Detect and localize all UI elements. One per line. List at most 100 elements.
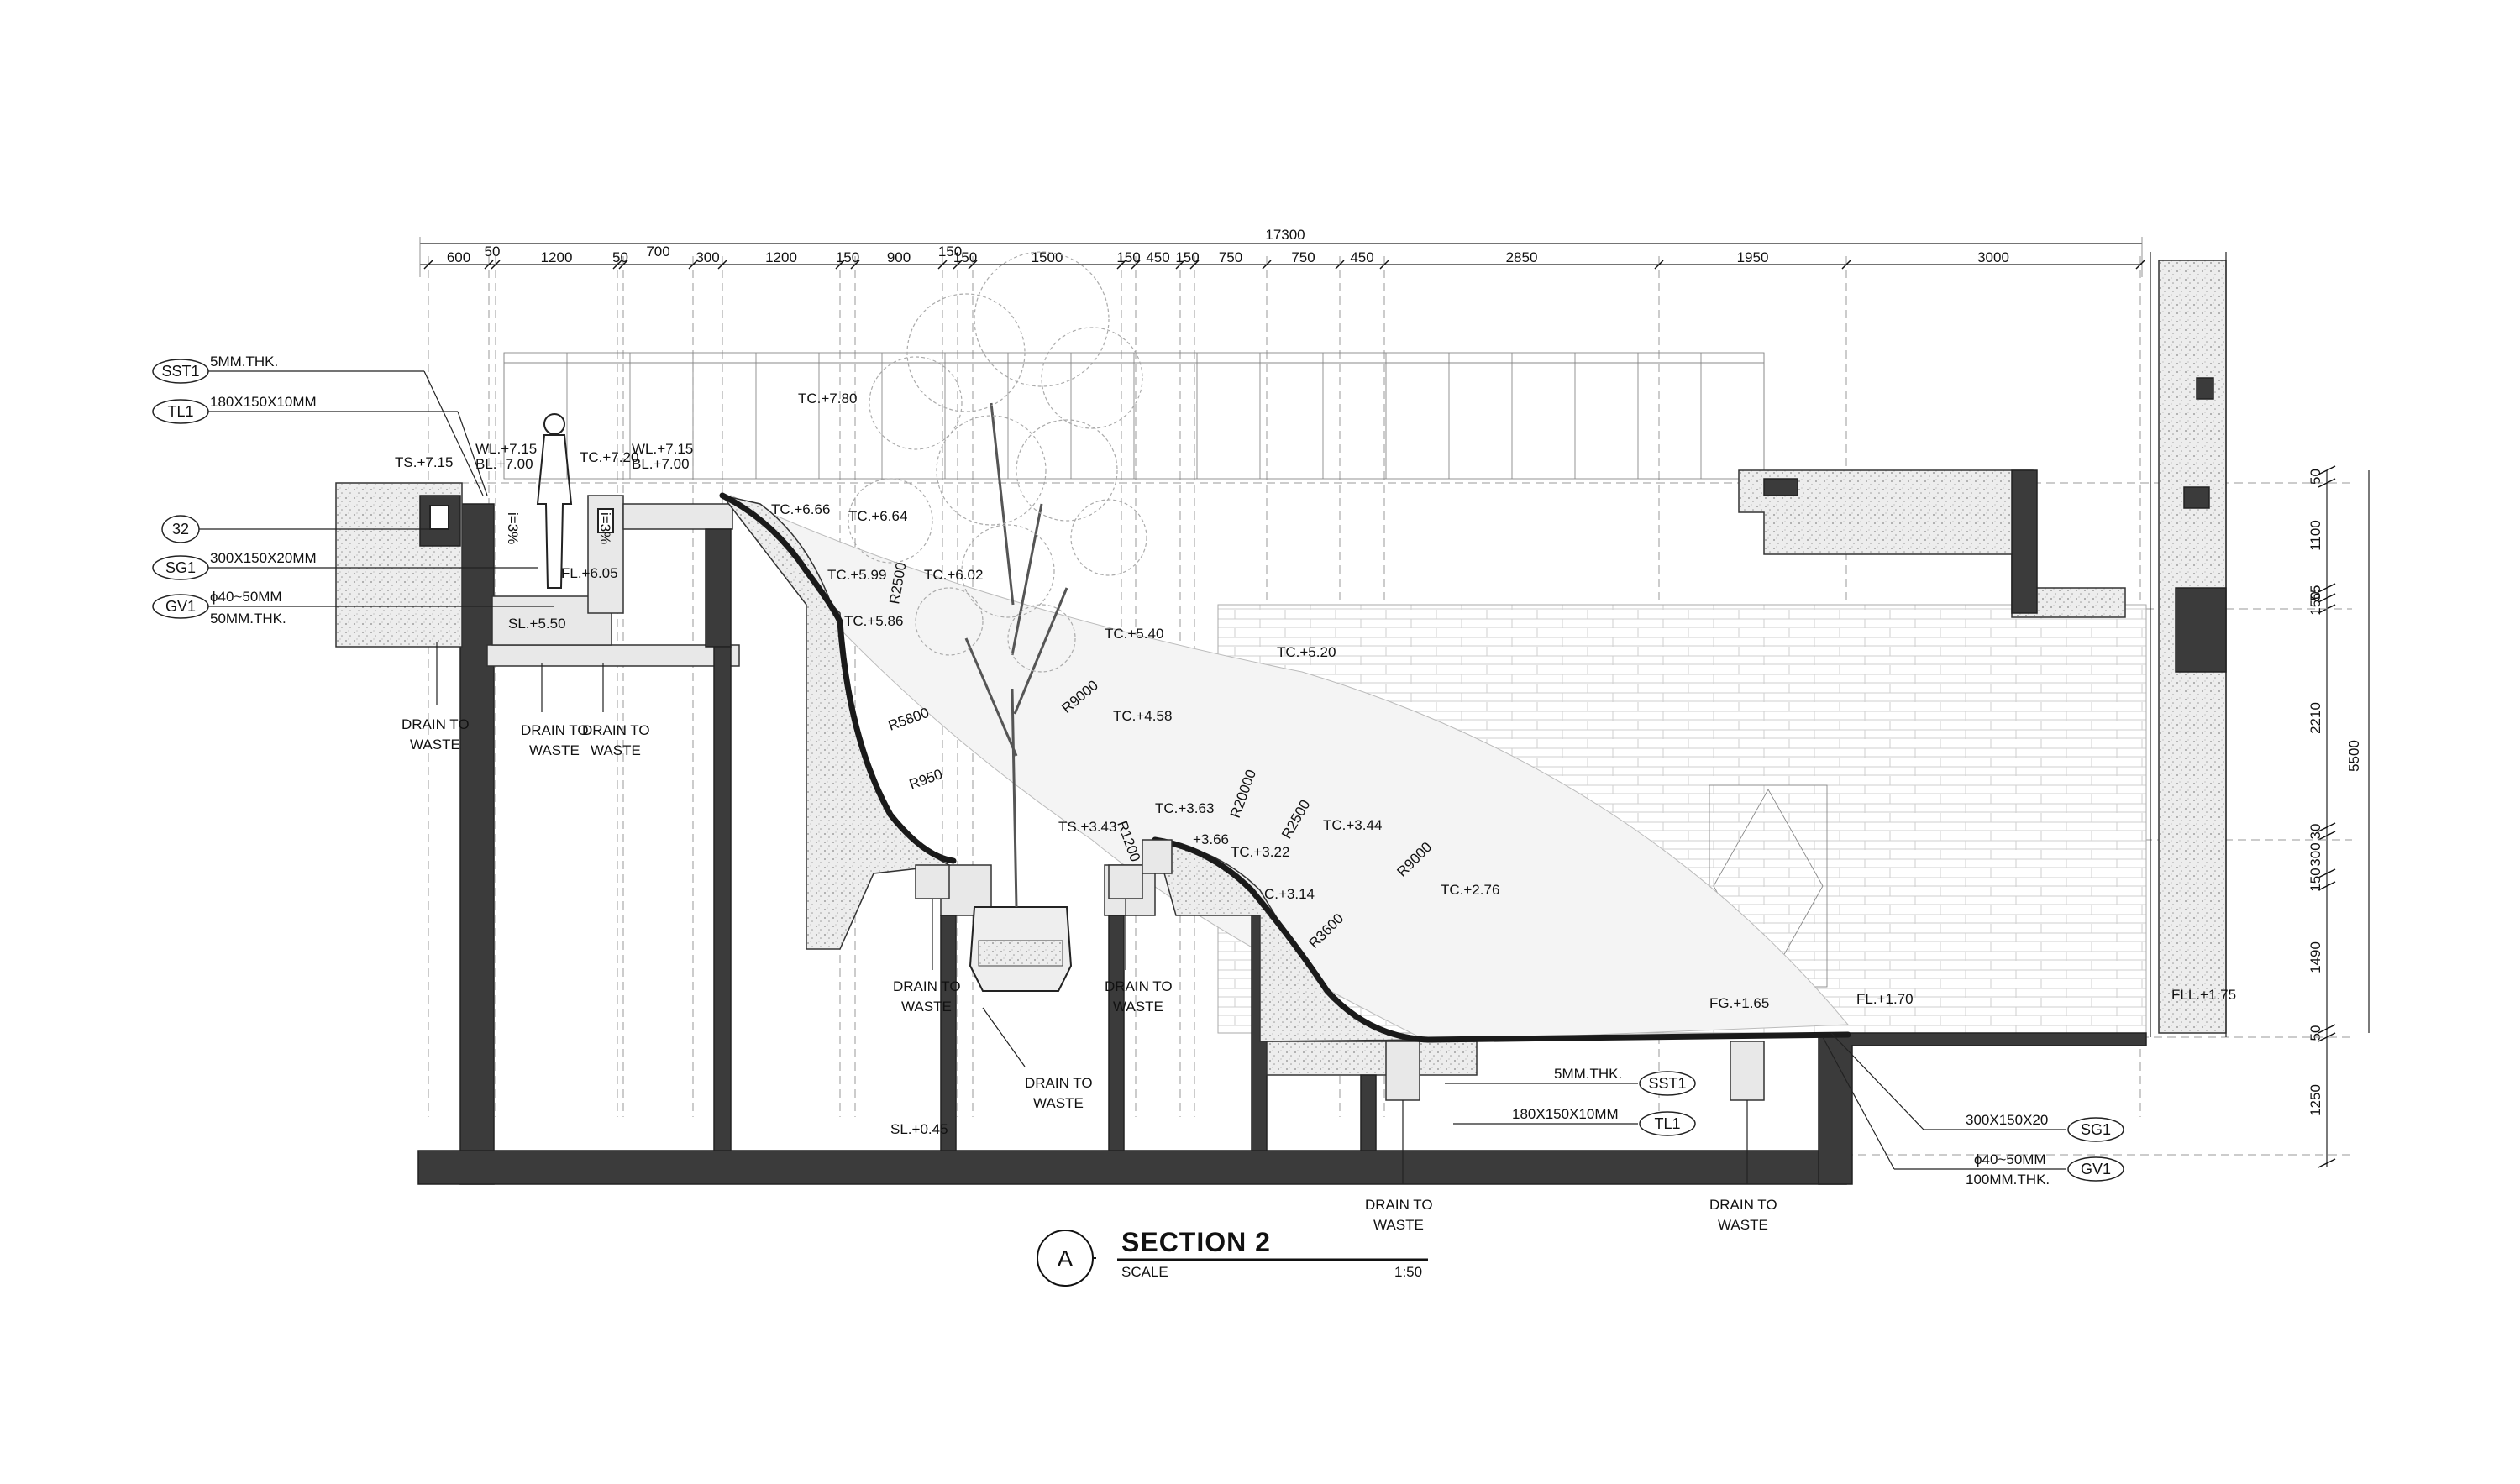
- svg-text:WL.+7.15: WL.+7.15: [632, 441, 693, 457]
- dimension-tick: [2318, 478, 2336, 488]
- dimension-label: 1950: [1737, 249, 1769, 265]
- tree-foliage-cluster: [1007, 604, 1076, 673]
- svg-text:i=3%: i=3%: [597, 512, 613, 544]
- dimension-label: 1490: [2307, 941, 2323, 973]
- dimension-label: 2210: [2307, 702, 2323, 734]
- dimension-label: 150: [2307, 868, 2323, 891]
- svg-text:TL1: TL1: [167, 403, 193, 420]
- dimension-tick: [968, 260, 978, 270]
- overall-dimension: 17300: [1265, 227, 1305, 243]
- dimension-label: 1200: [765, 249, 797, 265]
- dimension-label: 150: [836, 249, 859, 265]
- svg-text:WASTE: WASTE: [529, 742, 580, 758]
- callout-sg1-right: 300X150X20 SG1: [1830, 1032, 2124, 1142]
- svg-text:SST1: SST1: [1648, 1075, 1686, 1092]
- dimension-label: 50: [485, 244, 501, 260]
- svg-text:TC.+6.66: TC.+6.66: [771, 501, 830, 517]
- svg-text:WASTE: WASTE: [1033, 1095, 1084, 1111]
- svg-text:SG1: SG1: [165, 559, 196, 576]
- callout-gv1-right: ϕ40~50MM 100MM.THK. GV1: [1822, 1036, 2124, 1188]
- drain-note: DRAIN TO WASTE: [582, 663, 650, 758]
- svg-text:180X150X10MM: 180X150X10MM: [1512, 1106, 1619, 1122]
- scale-label: SCALE: [1121, 1264, 1168, 1280]
- dimension-tick: [688, 260, 698, 270]
- svg-text:5MM.THK.: 5MM.THK.: [210, 354, 278, 370]
- svg-text:TC.+2.76: TC.+2.76: [1441, 882, 1499, 898]
- svg-text:TC.+3.63: TC.+3.63: [1155, 800, 1214, 816]
- scale-value: 1:50: [1394, 1264, 1422, 1280]
- drain-notes: DRAIN TO WASTE DRAIN TO WASTE DRAIN TO W…: [402, 642, 1777, 1233]
- svg-text:SST1: SST1: [161, 363, 199, 380]
- svg-text:SG1: SG1: [2081, 1121, 2111, 1138]
- level-labels: TS.+7.15 WL.+7.15 BL.+7.00 TC.+7.20 WL.+…: [395, 391, 2236, 1137]
- svg-text:DRAIN TO: DRAIN TO: [1105, 978, 1173, 994]
- drain-note: DRAIN TO WASTE: [521, 663, 589, 758]
- tree-foliage-cluster: [1070, 499, 1147, 576]
- dimension-label: 150: [953, 249, 977, 265]
- svg-text:TC.+5.86: TC.+5.86: [844, 613, 903, 629]
- dimension-tick: [484, 260, 494, 270]
- svg-text:DRAIN TO: DRAIN TO: [893, 978, 961, 994]
- svg-text:ϕ40~50MM: ϕ40~50MM: [1974, 1151, 2046, 1167]
- callout-tl1-left: TL1 180X150X10MM: [152, 394, 488, 496]
- dimension-tick: [1189, 260, 1200, 270]
- dimension-tick: [1131, 260, 1141, 270]
- svg-text:WL.+7.15: WL.+7.15: [475, 441, 537, 457]
- dimension-label: 1100: [2307, 520, 2323, 551]
- svg-text:WASTE: WASTE: [1718, 1217, 1768, 1233]
- dimension-tick: [717, 260, 727, 270]
- svg-text:DRAIN TO: DRAIN TO: [402, 716, 470, 732]
- drain-note: DRAIN TO WASTE: [1365, 1100, 1433, 1233]
- dimension-tick: [1116, 260, 1126, 270]
- svg-text:DRAIN TO: DRAIN TO: [582, 722, 650, 738]
- drain-note: DRAIN TO WASTE: [982, 1007, 1093, 1111]
- svg-text:TC.+7.80: TC.+7.80: [798, 391, 857, 406]
- dimension-label: 1500: [1032, 249, 1063, 265]
- svg-text:TC.+5.40: TC.+5.40: [1105, 626, 1163, 642]
- svg-text:WASTE: WASTE: [1373, 1217, 1424, 1233]
- callouts-right: 5MM.THK. SST1 180X150X10MM TL1 300X150X2…: [1445, 1032, 2124, 1188]
- svg-text:WASTE: WASTE: [1113, 999, 1163, 1015]
- dimension-label: 150: [2307, 591, 2323, 615]
- dimension-label: 300: [696, 249, 719, 265]
- svg-text:5MM.THK.: 5MM.THK.: [1554, 1066, 1622, 1082]
- drain-note: DRAIN TO WASTE: [402, 642, 470, 752]
- dimension-tick: [2318, 831, 2336, 841]
- svg-text:100MM.THK.: 100MM.THK.: [1966, 1172, 2050, 1188]
- svg-text:BL.+7.00: BL.+7.00: [632, 456, 690, 472]
- drain-note: DRAIN TO WASTE: [1105, 899, 1173, 1015]
- callout-sst1-right: 5MM.THK. SST1: [1445, 1066, 1696, 1096]
- svg-text:R950: R950: [907, 766, 945, 793]
- tree-foliage-cluster: [961, 524, 1055, 618]
- svg-text:FL.+6.05: FL.+6.05: [561, 565, 618, 581]
- dimension-tick: [2318, 1158, 2336, 1168]
- svg-text:TC.+3.44: TC.+3.44: [1323, 817, 1382, 833]
- dimension-tick: [2318, 583, 2336, 593]
- dimension-tick: [1379, 260, 1389, 270]
- svg-text:i=3%: i=3%: [505, 512, 521, 544]
- tree-foliage-cluster: [1016, 419, 1118, 522]
- callout-sg1-left: SG1 300X150X20MM: [152, 550, 538, 580]
- tree-foliage-cluster: [848, 478, 933, 564]
- dimension-tick: [953, 260, 963, 270]
- dimension-label: 150: [1175, 249, 1199, 265]
- svg-text:+3.66: +3.66: [1193, 831, 1229, 847]
- svg-text:WASTE: WASTE: [410, 737, 460, 752]
- callout-tl1-right: 180X150X10MM TL1: [1453, 1106, 1696, 1136]
- svg-text:FG.+1.65: FG.+1.65: [1709, 995, 1769, 1011]
- dimension-tick: [1262, 260, 1272, 270]
- svg-text:C.+3.14: C.+3.14: [1264, 886, 1315, 902]
- svg-text:ϕ40~50MM: ϕ40~50MM: [210, 589, 282, 605]
- section-id: A: [1058, 1245, 1074, 1272]
- dimension-label: 50: [2307, 1025, 2323, 1041]
- dimension-label: 30: [2307, 824, 2323, 840]
- dimension-label: 600: [447, 249, 470, 265]
- svg-text:300X150X20: 300X150X20: [1966, 1112, 2048, 1128]
- svg-text:TS.+7.15: TS.+7.15: [395, 454, 453, 470]
- callout-sst1-left: SST1 5MM.THK.: [152, 354, 484, 496]
- svg-text:TC.+4.58: TC.+4.58: [1113, 708, 1172, 724]
- dimension-label: 300: [2307, 842, 2323, 866]
- dimension-tick: [2318, 881, 2336, 891]
- svg-text:WASTE: WASTE: [591, 742, 641, 758]
